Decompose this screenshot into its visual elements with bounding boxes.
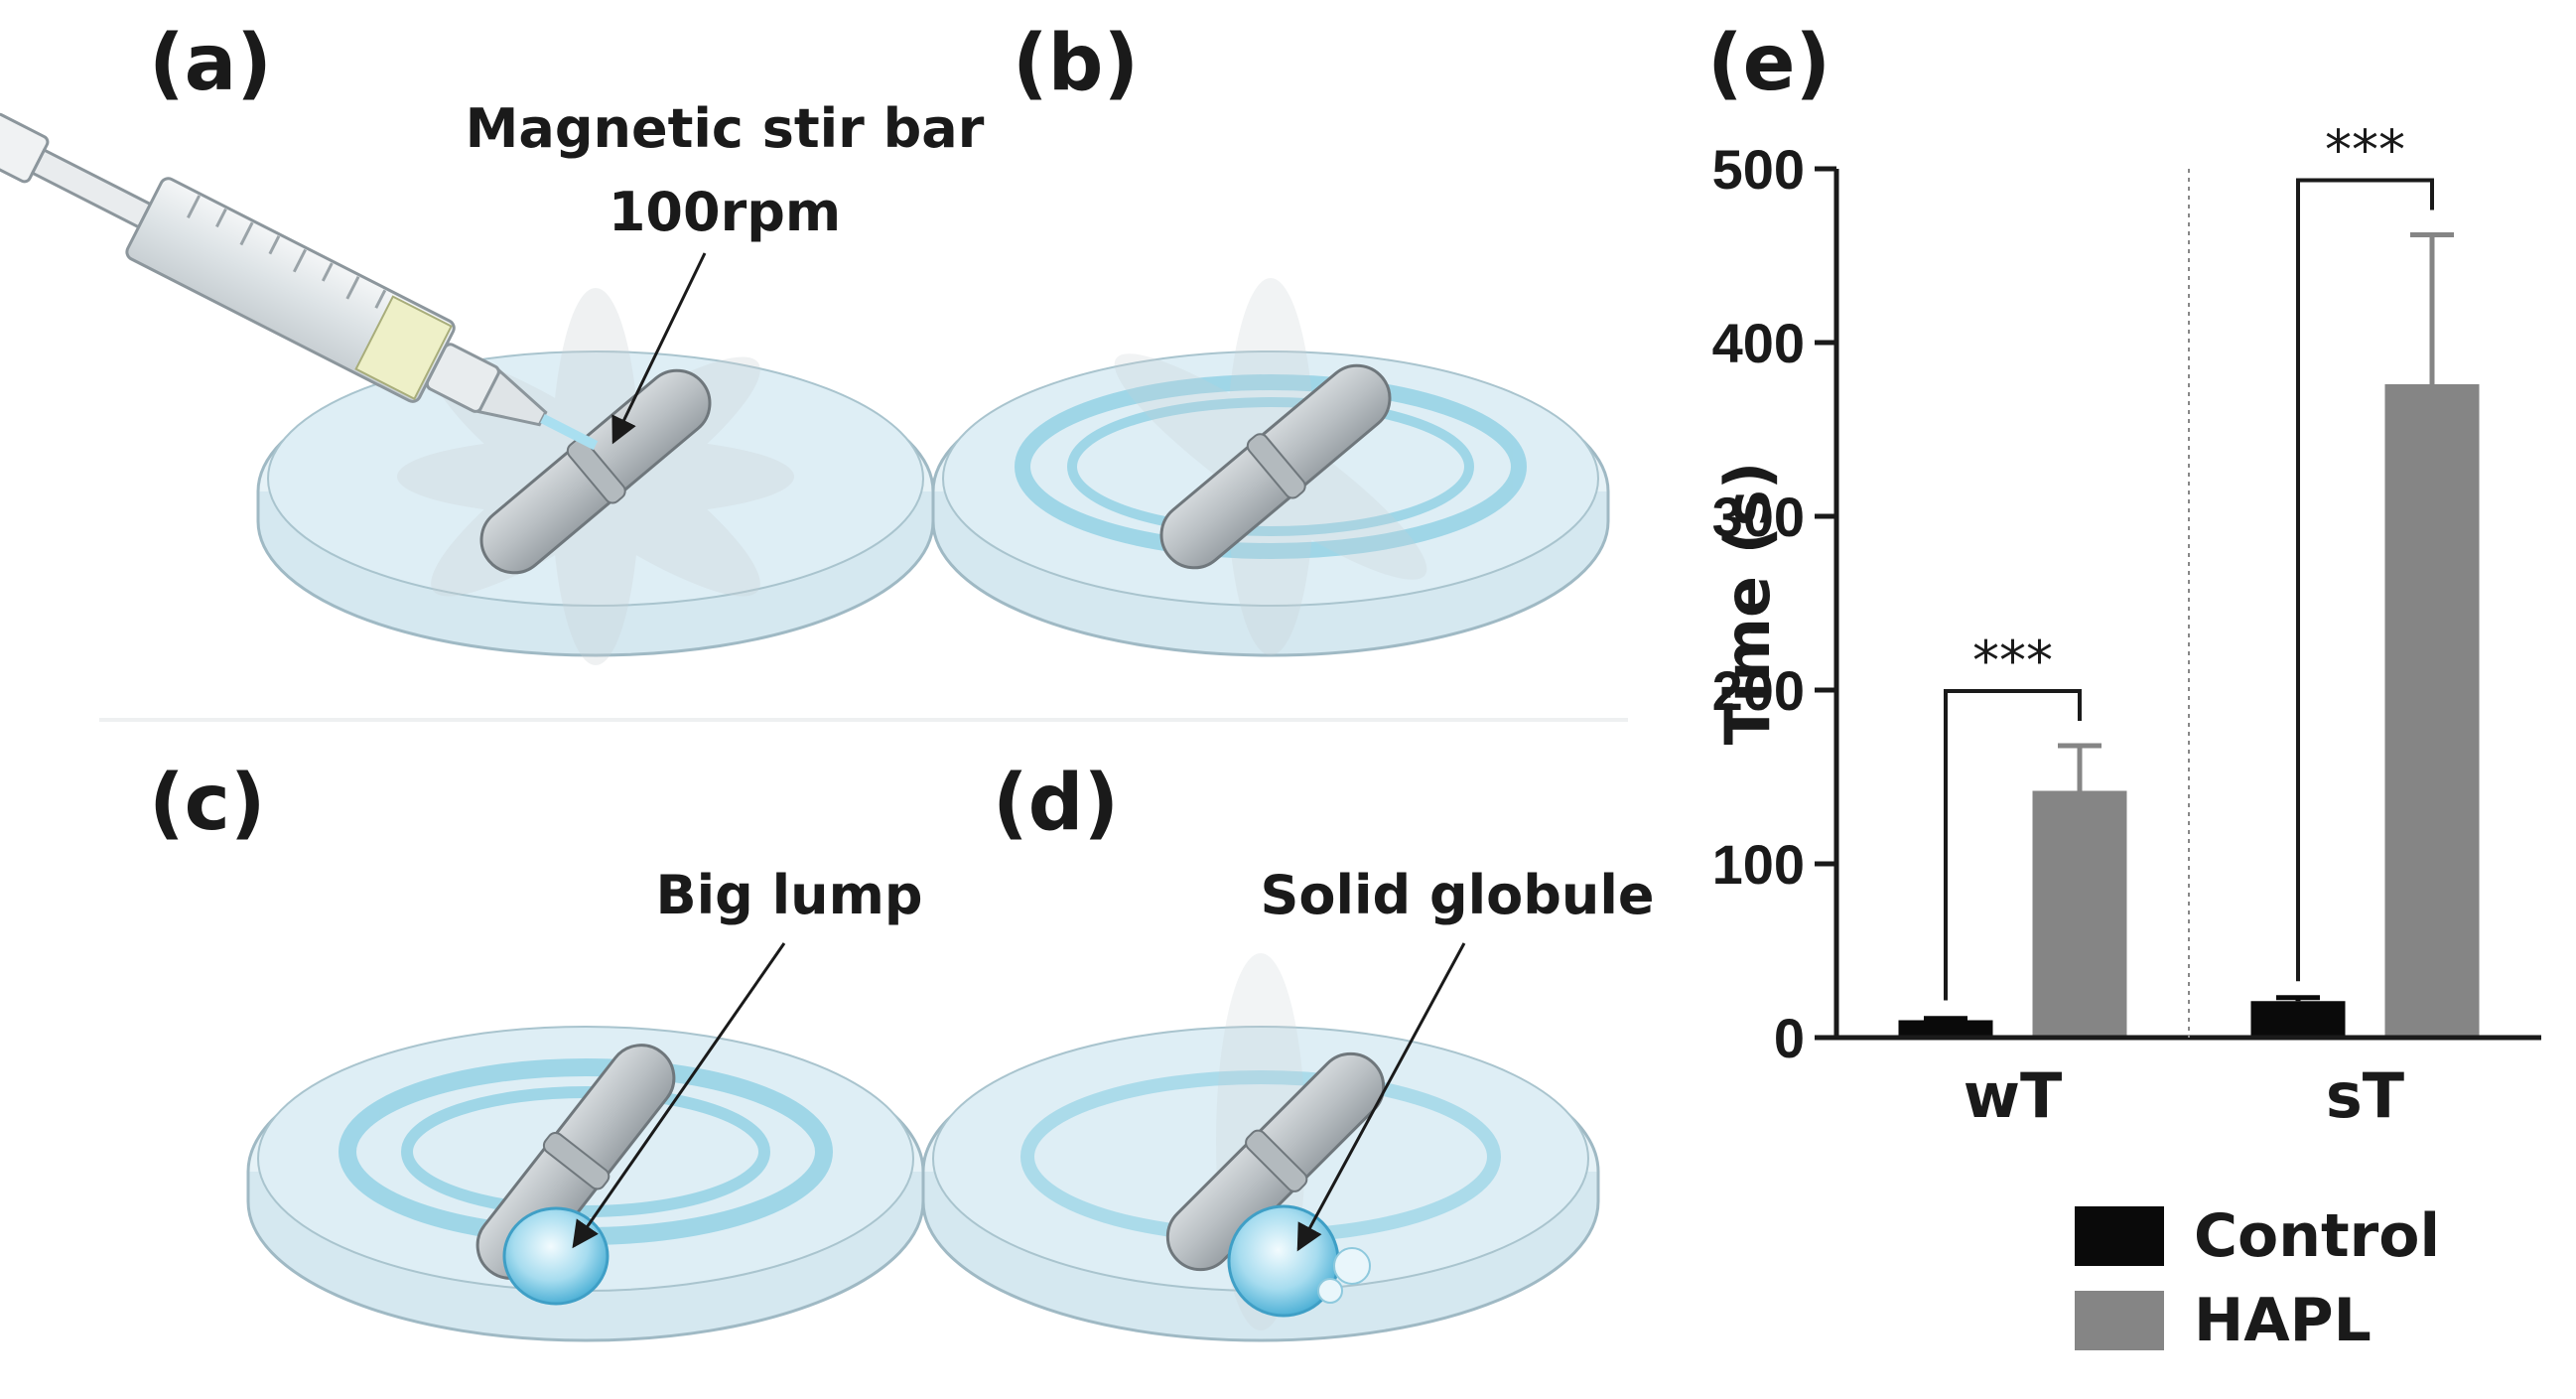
significance-bracket	[2296, 178, 2434, 982]
stir-bar-d	[1165, 1051, 1386, 1272]
panel-label-c: (c)	[149, 759, 266, 848]
legend-label-hapl: HAPL	[2194, 1286, 2372, 1355]
arrow-big-lump	[572, 942, 786, 1249]
annotation-stir-bar-line1: Magnetic stir bar	[466, 97, 985, 160]
arrow-stir-bar	[611, 252, 707, 445]
panel-a: (a)	[0, 19, 985, 665]
y-axis-label: Time (s)	[1711, 462, 1784, 745]
significance-bracket	[1944, 689, 2082, 1001]
stir-bar-a	[479, 368, 712, 575]
legend-label-control: Control	[2194, 1201, 2440, 1271]
significance-markers: *** ***	[1944, 119, 2434, 1001]
legend-swatch-control	[2075, 1206, 2164, 1266]
y-tick-label: 400	[1712, 312, 1805, 374]
y-tick-label: 500	[1712, 138, 1805, 201]
annotation-solid-globule: Solid globule	[1261, 864, 1655, 926]
syringe	[0, 112, 599, 451]
panel-label-b: (b)	[1013, 19, 1139, 108]
annotation-stir-bar-line2: 100rpm	[609, 181, 841, 243]
stir-bar-b	[1159, 363, 1392, 570]
panel-d: (d) Solid globule	[921, 759, 1655, 1342]
bar-control-wT	[1898, 1020, 1993, 1038]
annotation-big-lump: Big lump	[656, 864, 923, 926]
x-tick-label: sT	[2326, 1059, 2404, 1132]
error-bars	[1924, 232, 2454, 1022]
panel-label-d: (d)	[993, 759, 1119, 848]
y-tick-label: 100	[1712, 833, 1805, 896]
bar-chart: 0 100 200 300 400 500 *** *** wT sT Time (s) Co…	[1711, 119, 2541, 1355]
bar-hapl-wT	[2032, 790, 2127, 1038]
arrow-solid-globule	[1296, 942, 1466, 1252]
y-tick-label: 200	[1712, 659, 1805, 722]
y-tick-label: 300	[1712, 486, 1805, 548]
bar-control-sT	[2250, 1001, 2346, 1038]
small-bubble	[1317, 1278, 1343, 1304]
significance-stars: ***	[2325, 119, 2405, 182]
legend-swatch-hapl	[2075, 1291, 2164, 1350]
significance-stars: ***	[1972, 630, 2053, 692]
panel-b: (b)	[931, 19, 1610, 657]
panel-label-e: (e)	[1707, 19, 1830, 108]
big-lump	[502, 1206, 610, 1306]
bar-hapl-sT	[2384, 384, 2480, 1038]
panel-e: (e) 0 100 200 300 400 500 *** *** wT sT Time (s…	[1707, 19, 2541, 1355]
small-bubble	[1333, 1247, 1371, 1285]
x-axis: wT sT	[1836, 169, 2541, 1132]
x-tick-label: wT	[1964, 1059, 2063, 1132]
panel-c: (c) Big lump	[149, 759, 925, 1342]
y-axis: 0 100 200 300 400 500	[1712, 138, 1839, 1069]
panel-label-a: (a)	[149, 19, 272, 108]
bars	[1898, 384, 2480, 1038]
y-tick-label: 0	[1774, 1007, 1805, 1069]
